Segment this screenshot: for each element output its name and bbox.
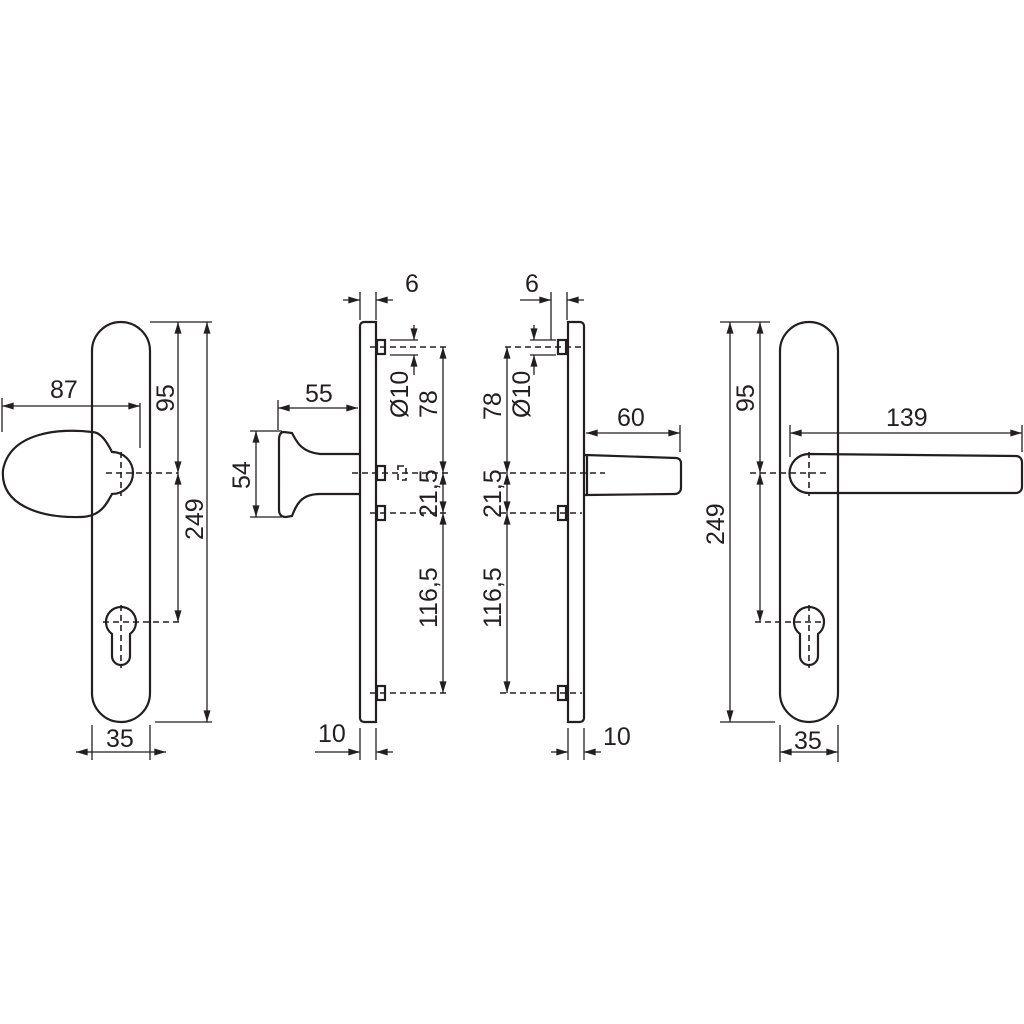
dim-knob-projection: 87 <box>50 376 78 404</box>
dim-knob-diameter: 54 <box>228 461 256 489</box>
knob-side-view: 55 54 6 Ø10 78 21,5 116,5 10 <box>228 270 448 760</box>
lever-side-view: 6 Ø10 78 21,5 116,5 60 10 <box>479 270 683 760</box>
dim-plate-thickness: 10 <box>318 720 346 748</box>
knob-profile <box>277 430 360 519</box>
knob-outline <box>1 429 135 519</box>
lever-profile <box>584 453 683 497</box>
dim-lever-length: 139 <box>886 404 928 432</box>
dim-top-screw-to-center: 78 <box>479 392 507 420</box>
cylinder-keyhole <box>792 605 826 667</box>
screw-holes <box>556 338 568 702</box>
dim-center-to-top: 95 <box>152 384 180 412</box>
dim-plate-height: 249 <box>702 503 730 545</box>
dim-screw-to-bottom-screw: 116,5 <box>415 567 443 628</box>
dim-top-screw-to-center: 78 <box>415 390 443 418</box>
dim-knob-projection: 55 <box>305 380 333 408</box>
dim-plate-width: 35 <box>794 727 822 755</box>
dim-screw-offset: 6 <box>405 270 419 298</box>
dim-plate-width: 35 <box>106 725 134 753</box>
backplate-side <box>566 320 586 724</box>
dim-plate-height: 249 <box>181 498 209 540</box>
cylinder-keyhole <box>104 605 138 667</box>
lever-front-view: 95 249 139 35 <box>702 320 1024 762</box>
backplate-outline <box>90 320 152 724</box>
backplate-outline <box>778 320 840 724</box>
dim-lever-projection: 60 <box>617 404 645 432</box>
dim-center-to-top: 95 <box>732 384 760 412</box>
backplate-side <box>358 320 378 724</box>
dim-center-to-screw: 21,5 <box>479 469 507 518</box>
dim-screw-to-bottom-screw: 116,5 <box>479 567 507 628</box>
knob-front-view: 87 95 249 35 <box>1 320 212 760</box>
dim-plate-thickness: 10 <box>603 723 631 751</box>
dim-screw-offset: 6 <box>525 270 539 298</box>
dim-screw-diameter: Ø10 <box>386 371 414 418</box>
dim-center-to-screw: 21,5 <box>415 469 443 518</box>
dim-screw-diameter: Ø10 <box>508 371 536 418</box>
